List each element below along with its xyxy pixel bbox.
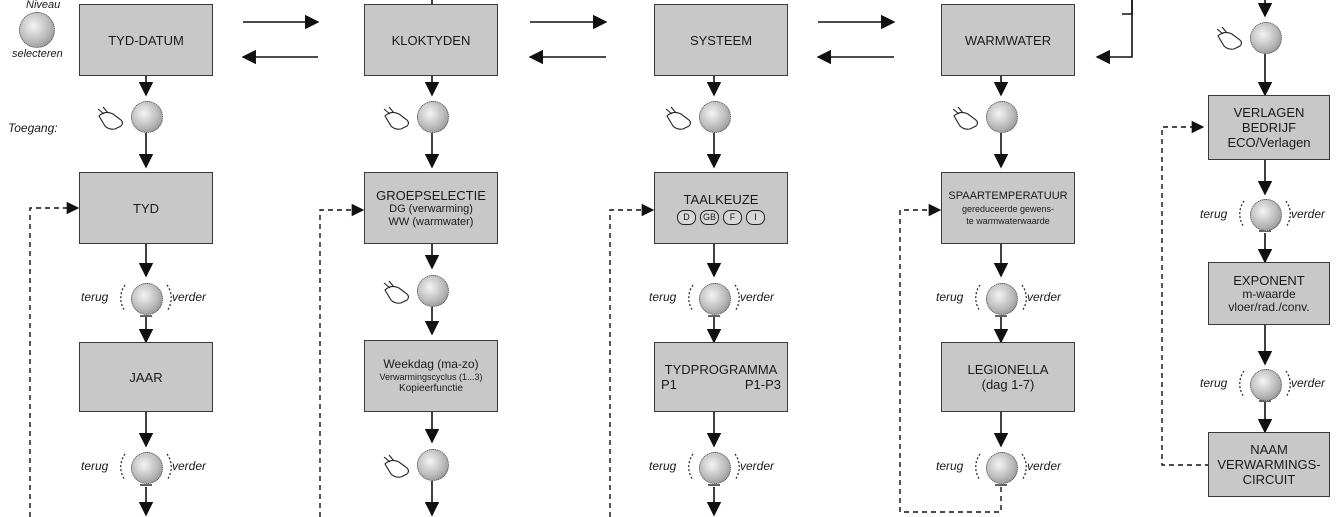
knob-icon	[1250, 199, 1282, 231]
box-title: WARMWATER	[964, 32, 1052, 48]
box-title: SYSTEEM	[689, 32, 753, 48]
hand-icons	[97, 26, 1243, 478]
box-line: VERWARMINGS-	[1217, 457, 1321, 472]
terug-label: terug	[649, 459, 677, 473]
verder-label: verder	[1027, 459, 1062, 473]
box-title: TYD	[133, 200, 159, 216]
verder-label: verder	[740, 459, 775, 473]
return-arrow	[1095, 0, 1133, 65]
menu-box-tyd: TYD	[79, 172, 213, 244]
box-title: LEGIONELLA	[967, 362, 1049, 377]
box-line: te warmwaterwaarde	[966, 215, 1050, 226]
language-option-i: I	[746, 209, 765, 225]
knob-icon	[986, 452, 1018, 484]
menu-box-tyd-datum: TYD-DATUM	[79, 4, 213, 76]
hand-icon	[1216, 26, 1243, 50]
knob-icon	[699, 452, 731, 484]
box-line: Kopieerfunctie	[399, 382, 463, 394]
knob-icon	[131, 452, 163, 484]
knob-icon	[417, 275, 449, 307]
box-line: vloer/rad./conv.	[1228, 300, 1310, 314]
box-title: TYDPROGRAMMA	[664, 362, 778, 377]
box-line: NAAM	[1250, 442, 1288, 457]
verder-label: verder	[1291, 207, 1326, 221]
hand-icon	[383, 106, 410, 130]
menu-box-taalkeuze: TAALKEUZE D GB F I	[654, 172, 788, 244]
terug-label: terug	[1200, 207, 1228, 221]
toegang-label: Toegang:	[8, 121, 58, 135]
knob-icon	[699, 101, 731, 133]
terug-label: terug	[936, 290, 964, 304]
terug-label: terug	[81, 290, 109, 304]
knob-icon	[699, 283, 731, 315]
verder-label: verder	[740, 290, 775, 304]
knob-icon	[19, 12, 55, 48]
terug-label: terug	[936, 459, 964, 473]
verder-label: verder	[1291, 376, 1326, 390]
box-title: JAAR	[129, 369, 163, 385]
verder-label: verder	[1027, 290, 1062, 304]
box-title: TYD-DATUM	[108, 32, 184, 48]
terug-label: terug	[649, 290, 677, 304]
box-title: TAALKEUZE	[683, 191, 759, 207]
menu-box-legionella: LEGIONELLA (dag 1-7)	[941, 342, 1075, 412]
verder-label: verder	[172, 459, 207, 473]
knob-icon	[1250, 22, 1282, 54]
hand-icon	[952, 106, 979, 130]
verder-label: verder	[172, 290, 207, 304]
box-line: m-waarde	[1242, 287, 1296, 301]
menu-box-groepselectie: GROEPSELECTIE DG (verwarming) WW (warmwa…	[364, 172, 498, 244]
box-line: Verwarmingscyclus (1...3)	[379, 371, 483, 382]
program-left: P1	[661, 377, 677, 392]
rotation-arcs	[120, 200, 1291, 481]
menu-box-warmwater: WARMWATER	[941, 4, 1075, 76]
box-line: WW (warmwater)	[388, 215, 474, 228]
hand-icon	[665, 106, 692, 130]
language-option-gb: GB	[700, 209, 719, 225]
program-row: P1 P1-P3	[655, 377, 787, 392]
box-title: SPAARTEMPERATUUR	[948, 189, 1068, 202]
program-right: P1-P3	[744, 377, 781, 392]
box-line: ECO/Verlagen	[1227, 135, 1311, 150]
hand-icon	[383, 454, 410, 478]
menu-box-tydprogramma: TYDPROGRAMMA P1 P1-P3	[654, 342, 788, 412]
hand-icon	[383, 280, 410, 304]
language-options: D GB F I	[677, 209, 765, 225]
terug-label: terug	[1200, 376, 1228, 390]
menu-box-exponent: EXPONENT m-waarde vloer/rad./conv.	[1208, 262, 1330, 325]
menu-box-naam: NAAM VERWARMINGS- CIRCUIT	[1208, 432, 1330, 497]
niveau-label: Niveau	[26, 0, 61, 11]
box-line: DG (verwarming)	[389, 202, 473, 215]
box-line: (dag 1-7)	[981, 377, 1035, 392]
box-title: GROEPSELECTIE	[376, 187, 486, 203]
box-line: BEDRIJF	[1241, 120, 1297, 135]
hand-icon	[97, 106, 124, 130]
menu-box-spaartemperatuur: SPAARTEMPERATUUR gereduceerde gewens- te…	[941, 172, 1075, 244]
language-option-f: F	[723, 209, 742, 225]
knob-icon	[1250, 369, 1282, 401]
knob-icon	[417, 449, 449, 481]
language-option-d: D	[677, 209, 696, 225]
box-line: VERLAGEN	[1233, 105, 1305, 120]
menu-box-kloktyden: KLOKTYDEN	[364, 4, 498, 76]
box-line: gereduceerde gewens-	[961, 203, 1055, 214]
menu-box-systeem: SYSTEEM	[654, 4, 788, 76]
knob-icon	[986, 101, 1018, 133]
return-line-top	[1122, 0, 1133, 15]
box-title: KLOKTYDEN	[391, 32, 471, 48]
knob-icon	[131, 101, 163, 133]
knob-icon	[986, 283, 1018, 315]
box-line: EXPONENT	[1233, 273, 1305, 288]
terug-label: terug	[81, 459, 109, 473]
box-title: Weekdag (ma-zo)	[383, 356, 479, 371]
selecteren-label: selecteren	[12, 48, 63, 60]
box-line: CIRCUIT	[1242, 472, 1296, 487]
knob-icon	[417, 101, 449, 133]
menu-box-verlagen: VERLAGEN BEDRIJF ECO/Verlagen	[1208, 95, 1330, 160]
knob-icon	[131, 283, 163, 315]
menu-box-jaar: JAAR	[79, 342, 213, 412]
menu-box-weekdag: Weekdag (ma-zo) Verwarmingscyclus (1...3…	[364, 340, 498, 412]
